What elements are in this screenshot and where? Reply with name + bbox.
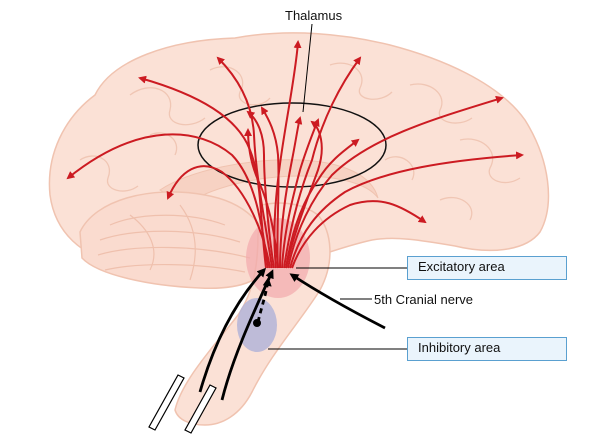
- cranial-nerve-label: 5th Cranial nerve: [374, 292, 473, 307]
- inhibitory-origin-dot: [253, 319, 261, 327]
- thalamus-label: Thalamus: [285, 8, 342, 23]
- excitatory-area-label: Excitatory area: [407, 256, 567, 280]
- inhibitory-area-label: Inhibitory area: [407, 337, 567, 361]
